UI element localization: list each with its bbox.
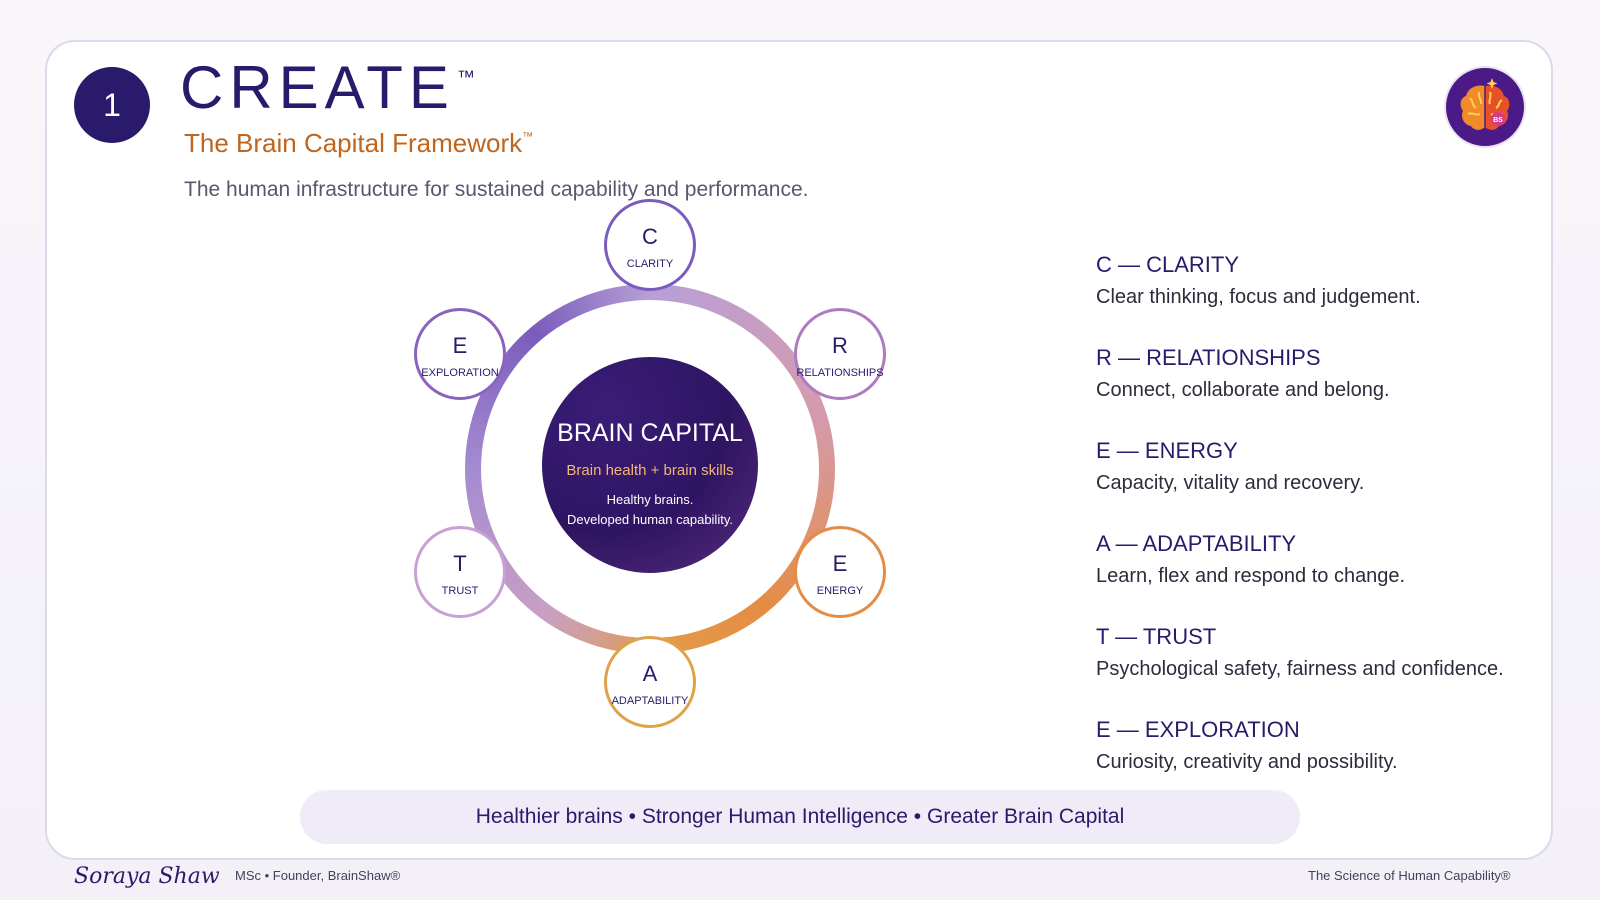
node-label: CLARITY (626, 258, 674, 270)
definition-heading: A — ADAPTABILITY (1096, 531, 1297, 556)
node-letter: C (642, 224, 658, 249)
definition-exploration: E — EXPLORATION Curiosity, creativity an… (1096, 717, 1576, 810)
definition-heading: E — EXPLORATION (1096, 717, 1300, 742)
definition-heading: E — ENERGY (1096, 438, 1238, 463)
definition-text: Psychological safety, fairness and confi… (1096, 658, 1504, 681)
step-number: 1 (103, 86, 121, 123)
node-letter: R (832, 333, 848, 358)
author-role: MSc • Founder, BrainShaw® (235, 868, 401, 883)
node-label: EXPLORATION (421, 367, 499, 379)
core-title: BRAIN CAPITAL (557, 419, 743, 447)
footer-tagline: The Science of Human Capability® (1308, 868, 1511, 883)
step-number-badge: 1 (74, 67, 150, 143)
tagline: The human infrastructure for sustained c… (184, 178, 809, 201)
definition-text: Clear thinking, focus and judgement. (1096, 286, 1421, 309)
node-letter: E (832, 551, 848, 576)
node-label: RELATIONSHIPS (796, 367, 884, 379)
definition-heading: T — TRUST (1096, 624, 1217, 649)
node-letter: A (642, 661, 658, 686)
subtitle-text: The Brain Capital Framework (184, 128, 523, 158)
definition-adaptability: A — ADAPTABILITY Learn, flex and respond… (1096, 531, 1576, 624)
core-line-2: Developed human capability. (567, 512, 733, 527)
definition-relationships: R — RELATIONSHIPS Connect, collaborate a… (1096, 345, 1576, 438)
definition-text: Capacity, vitality and recovery. (1096, 472, 1365, 495)
core-subtitle: Brain health + brain skills (566, 462, 734, 479)
core-line-1: Healthy brains. (606, 492, 694, 507)
node-letter: T (453, 551, 467, 576)
node-letter: E (452, 333, 468, 358)
node-clarity: C CLARITY (604, 199, 696, 291)
definition-text: Connect, collaborate and belong. (1096, 379, 1390, 402)
signature: Soraya Shaw (74, 864, 220, 889)
definition-energy: E — ENERGY Capacity, vitality and recove… (1096, 438, 1576, 531)
node-label: TRUST (441, 585, 479, 597)
node-exploration: E EXPLORATION (414, 308, 506, 400)
node-label: ADAPTABILITY (611, 695, 689, 707)
node-energy: E ENERGY (794, 526, 886, 618)
brain-capital-core: BRAIN CAPITAL Brain health + brain skill… (542, 357, 758, 573)
brain-logo: BS (1444, 66, 1526, 148)
definition-clarity: C — CLARITY Clear thinking, focus and ju… (1096, 252, 1576, 345)
definition-heading: C — CLARITY (1096, 252, 1240, 277)
node-adaptability: A ADAPTABILITY (604, 636, 696, 728)
definitions-list: C — CLARITY Clear thinking, focus and ju… (1096, 252, 1576, 810)
title-text: CREATE (180, 54, 455, 121)
definition-text: Learn, flex and respond to change. (1096, 565, 1406, 588)
node-label: ENERGY (816, 585, 864, 597)
definition-heading: R — RELATIONSHIPS (1096, 345, 1321, 370)
definition-trust: T — TRUST Psychological safety, fairness… (1096, 624, 1576, 717)
node-trust: T TRUST (414, 526, 506, 618)
title-trademark: ™ (456, 67, 475, 87)
logo-text: BS (1493, 117, 1503, 124)
framework-subtitle: The Brain Capital Framework™ (184, 128, 533, 159)
subtitle-trademark: ™ (522, 131, 534, 143)
brain-icon: BS (1460, 78, 1510, 130)
summary-banner: Healthier brains • Stronger Human Intell… (300, 790, 1300, 844)
node-relationships: R RELATIONSHIPS (794, 308, 886, 400)
definition-text: Curiosity, creativity and possibility. (1096, 751, 1398, 774)
